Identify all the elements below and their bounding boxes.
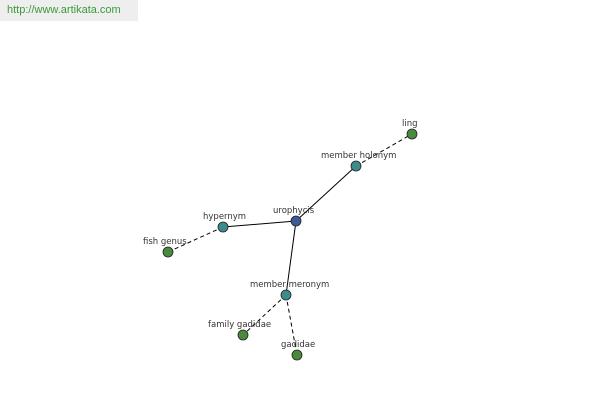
label-member-meronym: member meronym <box>250 280 329 290</box>
edge-member-holonym-ling <box>355 133 413 167</box>
node-fish-genus[interactable] <box>162 246 174 258</box>
node-hypernym[interactable] <box>217 221 229 233</box>
edge-center-member-meronym <box>285 220 297 296</box>
edge-center-hypernym <box>222 220 297 228</box>
node-ling[interactable] <box>406 128 418 140</box>
graph-edges <box>167 133 413 356</box>
node-family-gadidae[interactable] <box>237 329 249 341</box>
label-gadidae: gadidae <box>281 340 315 350</box>
label-ling: ling <box>402 119 418 129</box>
graph-nodes: urophycis member holonym hypernym member… <box>143 119 418 361</box>
node-member-holonym[interactable] <box>350 160 362 172</box>
label-family-gadidae: family gadidae <box>208 320 271 330</box>
node-member-meronym[interactable] <box>280 289 292 301</box>
edge-member-meronym-family-gadidae <box>242 294 287 336</box>
site-url-link[interactable]: http://www.artikata.com <box>7 4 121 16</box>
label-urophycis: urophycis <box>273 206 315 216</box>
node-gadidae[interactable] <box>291 349 303 361</box>
label-fish-genus: fish genus <box>143 237 187 247</box>
label-member-holonym: member holonym <box>321 151 396 161</box>
url-bar: http://www.artikata.com <box>0 0 138 21</box>
edge-center-member-holonym <box>295 165 357 222</box>
edge-hypernym-fish-genus <box>167 226 224 253</box>
label-hypernym: hypernym <box>203 212 246 222</box>
node-urophycis[interactable] <box>290 215 302 227</box>
edge-member-meronym-gadidae <box>285 294 298 356</box>
